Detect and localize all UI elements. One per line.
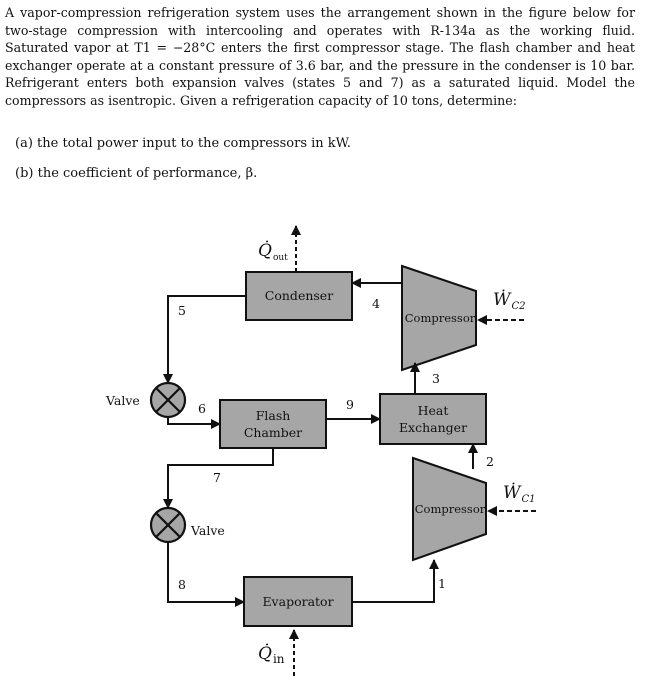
heat-exchanger-label-1: Heat	[418, 403, 449, 418]
state-label-6: 6	[198, 401, 206, 416]
q-out-symbol: Q̇	[258, 241, 272, 261]
problem-statement: A vapor-compression refrigeration system…	[5, 4, 635, 110]
flash-chamber-label-1: Flash	[256, 408, 291, 423]
compressor-2-label: Compressor	[405, 311, 476, 325]
valve-bottom-label: Valve	[190, 523, 225, 538]
w-c1-symbol: Ẇ	[503, 482, 522, 503]
compressor-1-label: Compressor	[415, 502, 486, 516]
q-in-symbol: Q̇	[258, 644, 272, 664]
evaporator-box	[243, 576, 353, 627]
problem-text: A vapor-compression refrigeration system…	[5, 5, 635, 108]
flow-line-8	[167, 542, 245, 607]
heat-exchanger-box	[379, 393, 487, 445]
svg-text:ẆC1: ẆC1	[503, 482, 536, 505]
svg-text:Q̇in: Q̇in	[258, 644, 285, 666]
flow-line-6	[167, 417, 221, 429]
flow-line-7	[163, 448, 274, 509]
heat-exchanger-label-2: Exchanger	[399, 420, 467, 435]
condenser-label: Condenser	[265, 288, 333, 303]
flow-line-1	[352, 559, 439, 603]
flow-line-5	[163, 295, 246, 384]
compressor-2-shape	[401, 264, 477, 372]
evaporator-label: Evaporator	[262, 594, 333, 609]
question-part-b: (b) the coefficient of performance, β.	[15, 166, 258, 181]
state-label-8: 8	[178, 577, 186, 592]
state-label-3: 3	[432, 371, 440, 386]
w-c2-symbol: Ẇ	[493, 289, 512, 310]
q-in-subscript: in	[273, 652, 285, 666]
valve-top-label: Valve	[105, 393, 140, 408]
state-label-9: 9	[346, 397, 354, 412]
valve-bottom-symbol	[149, 506, 187, 544]
state-label-5: 5	[178, 303, 186, 318]
compressor-1-shape	[412, 456, 487, 562]
valve-top-symbol	[149, 381, 187, 419]
w-c2-subscript: C2	[511, 301, 525, 312]
svg-text:ẆC2: ẆC2	[493, 289, 526, 312]
svg-text:Q̇out: Q̇out	[258, 241, 288, 263]
state-label-7: 7	[213, 470, 221, 485]
flash-chamber-label-2: Chamber	[244, 425, 302, 440]
state-label-1: 1	[438, 576, 446, 591]
question-part-a: (a) the total power input to the compres…	[15, 136, 351, 151]
q-out-subscript: out	[273, 253, 288, 263]
w-c1-subscript: C1	[521, 494, 535, 505]
state-label-4: 4	[372, 296, 380, 311]
state-label-2: 2	[486, 454, 494, 469]
